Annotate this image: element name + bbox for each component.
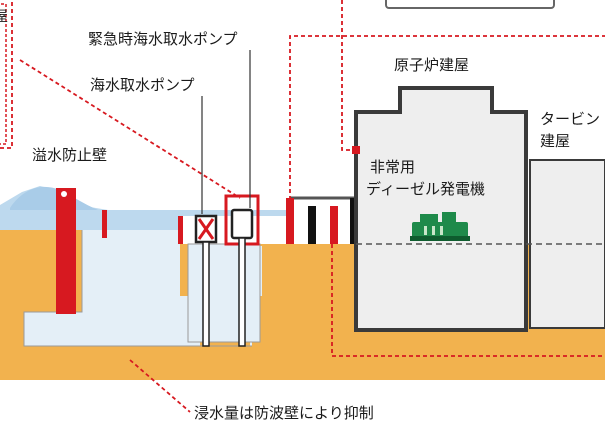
callout-dash-bottom — [331, 244, 605, 357]
emergency-pump-housing — [230, 208, 254, 240]
overflow-wall-small-2 — [178, 216, 183, 244]
label-inset-fragment: 屋 — [0, 9, 8, 25]
overflow-wall-main — [56, 188, 76, 314]
label-emergency-pump: 緊急時海水取水ポンプ — [88, 30, 238, 48]
label-overflow-wall: 溢水防止壁 — [32, 146, 108, 164]
callout-dash-inset-diagonal — [19, 59, 241, 199]
emergency-pump-shaft — [238, 237, 246, 347]
seawater-pump-shaft — [202, 241, 210, 347]
callout-dash-note — [129, 359, 191, 413]
label-turbine-building-1: タービン — [540, 110, 601, 128]
barrier-post-1 — [286, 198, 294, 244]
label-turbine-building-2: 建屋 — [540, 132, 571, 150]
overflow-wall-marker — [61, 191, 67, 197]
inset-panel-top-right — [385, 0, 555, 9]
intake-pit — [187, 243, 261, 343]
callout-marker — [352, 146, 360, 154]
barrier-post-3 — [330, 206, 338, 244]
label-bottom-note: 浸水量は防波壁により抑制 — [194, 404, 374, 422]
reactor-building — [354, 86, 528, 332]
inset-panel-fragment — [0, 3, 7, 145]
callout-dash-building — [341, 0, 356, 151]
diesel-generator-icon — [410, 212, 470, 241]
callout-dash-barrier — [289, 35, 605, 200]
seawater-pump-cross — [197, 218, 215, 240]
overflow-wall-small-1 — [102, 210, 107, 238]
label-diesel-line2: ディーゼル発電機 — [366, 180, 485, 198]
label-reactor-building: 原子炉建屋 — [394, 56, 470, 74]
callout-dash-top-left — [0, 0, 13, 149]
intake-channel — [24, 230, 262, 346]
label-seawater-pump: 海水取水ポンプ — [90, 76, 195, 94]
tsunami-wave — [10, 186, 98, 210]
intake-channel-outline — [23, 230, 252, 347]
label-diesel-line1: 非常用 — [370, 158, 416, 176]
barrier-post-2 — [308, 206, 316, 244]
